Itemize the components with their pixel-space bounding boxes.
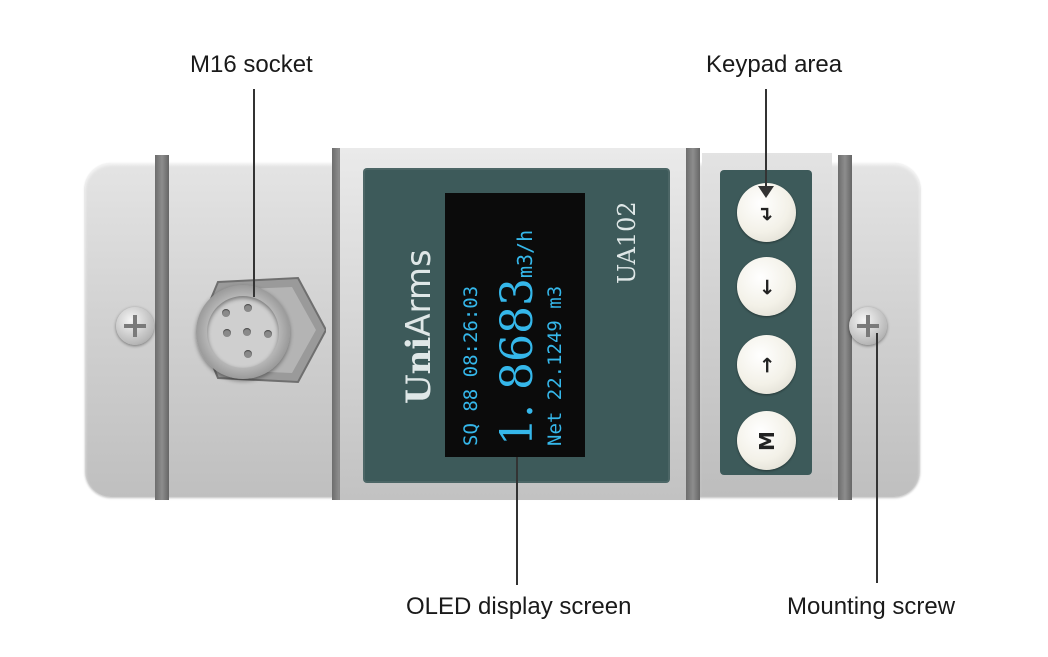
brand-logo: UniArms xyxy=(399,249,439,404)
oled-line-flow: 1. 8683m3/h xyxy=(492,230,543,446)
right-arrow-icon: → xyxy=(754,356,779,373)
mounting-screw-left xyxy=(116,307,154,345)
socket-pin xyxy=(244,304,252,312)
socket-pin xyxy=(243,328,251,336)
socket-pin xyxy=(264,330,272,338)
mounting-screw-right xyxy=(849,307,887,345)
label-keypad-area: Keypad area xyxy=(706,51,843,78)
socket-pin xyxy=(244,350,252,358)
left-key[interactable]: ← xyxy=(737,257,796,316)
menu-key[interactable]: M xyxy=(737,411,796,470)
left-arrow-icon: ← xyxy=(754,278,779,295)
flow-value: 1. 8683 xyxy=(492,278,543,446)
oled-line-status: SQ 88 08:26:03 xyxy=(460,285,482,446)
oled-line-net: Net 22.1249 m3 xyxy=(544,285,566,446)
center-rail-right xyxy=(686,148,700,500)
menu-icon: M xyxy=(754,430,779,451)
socket-pin xyxy=(222,309,230,317)
body-rail-right xyxy=(838,155,852,500)
label-oled-display: OLED display screen xyxy=(406,593,632,620)
enter-icon: ↵ xyxy=(754,204,779,221)
model-label: UA102 xyxy=(613,201,641,284)
right-key[interactable]: → xyxy=(737,335,796,394)
leader-screw xyxy=(876,333,878,583)
leader-display xyxy=(516,457,518,585)
leader-keypad-arrowhead xyxy=(758,186,774,198)
flow-unit: m3/h xyxy=(513,229,537,279)
label-mounting-screw: Mounting screw xyxy=(787,593,956,620)
label-m16-socket: M16 socket xyxy=(190,51,313,78)
oled-screen xyxy=(445,193,585,457)
leader-socket xyxy=(253,89,255,297)
body-rail-left xyxy=(155,155,169,500)
leader-keypad xyxy=(765,89,767,192)
socket-pin xyxy=(223,329,231,337)
